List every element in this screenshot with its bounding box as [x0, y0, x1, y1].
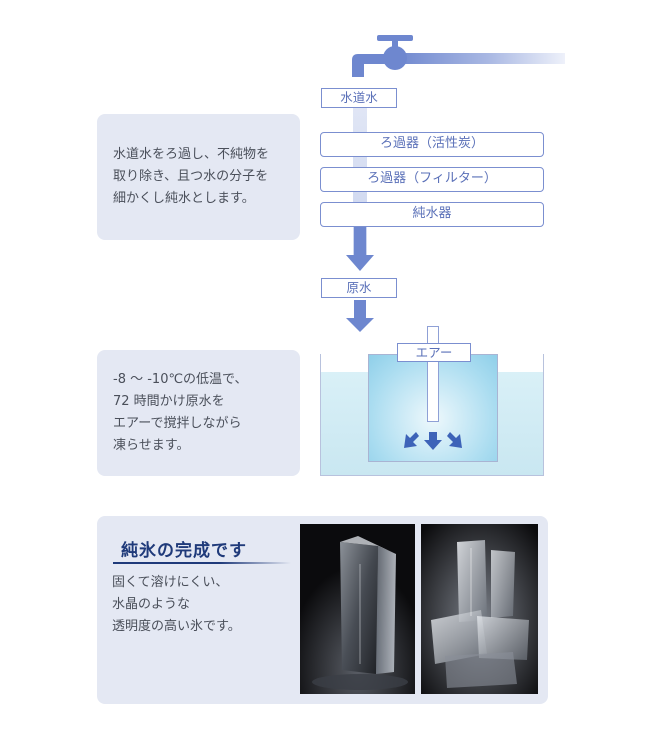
raw-water-label: 原水 — [321, 278, 397, 298]
air-label: エアー — [397, 343, 471, 362]
down-arrow-icon — [346, 227, 374, 271]
filtration-note: 水道水をろ過し、不純物を 取り除き、且つ水の分子を 細かくし純水とします。 — [97, 114, 300, 240]
air-pipe — [427, 326, 439, 422]
note-line: -8 ～ -10℃の低温で、 — [113, 372, 248, 387]
freezing-note: -8 ～ -10℃の低温で、 72 時間かけ原水を エアーで撹拌しながら 凍らせ… — [97, 350, 300, 476]
final-title: 純氷の完成です — [121, 541, 247, 561]
final-line: 固くて溶けにくい、 — [112, 575, 229, 590]
note-line: 細かくし純水とします。 — [113, 191, 255, 206]
down-arrow-icon — [346, 300, 374, 332]
ice-photo-pillar — [300, 524, 415, 694]
filter-stage-carbon: ろ過器（活性炭） — [320, 132, 544, 157]
note-line: 72 時間かけ原水を — [113, 394, 225, 409]
note-line: エアーで撹拌しながら — [113, 416, 242, 431]
final-line: 水晶のような — [112, 597, 191, 612]
air-arrow-icon — [404, 432, 462, 450]
note-line: 凍らせます。 — [113, 438, 190, 453]
filter-stage-purifier: 純水器 — [320, 202, 544, 227]
final-description: 固くて溶けにくい、 水晶のような 透明度の高い氷です。 — [112, 572, 292, 638]
title-underline — [113, 562, 291, 564]
tap-water-label: 水道水 — [321, 88, 397, 108]
note-line: 取り除き、且つ水の分子を — [113, 169, 269, 184]
note-line: 水道水をろ過し、不純物を — [113, 147, 270, 162]
filter-stage-filter: ろ過器（フィルター） — [320, 167, 544, 192]
final-line: 透明度の高い氷です。 — [112, 619, 241, 634]
faucet-icon — [352, 35, 565, 77]
ice-photo-cubes — [421, 524, 538, 694]
